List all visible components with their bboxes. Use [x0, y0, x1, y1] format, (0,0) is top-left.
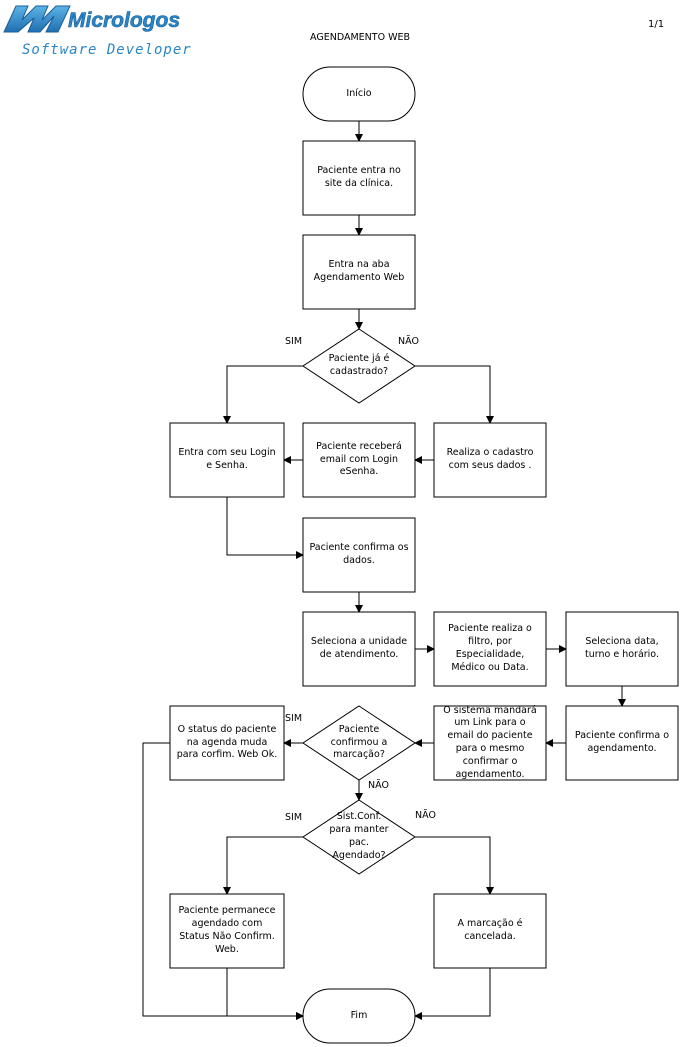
node-unidade-shape — [302, 611, 416, 687]
edge-cadastrado-to-cadastro — [415, 365, 494, 424]
edge-sist-conf-to-cancelada — [415, 836, 494, 895]
node-confirma-agend: Paciente confirma o agendamento. — [566, 706, 678, 780]
node-label: Realiza o cadastro com seus dados . — [446, 447, 534, 471]
brand-tagline: Software Developer — [22, 42, 192, 58]
node-sistema-link: O sistema mandará um Link para o email d… — [434, 704, 546, 780]
node-label: Paciente receberá email com Login eSenha… — [316, 440, 402, 478]
brand-logo-graphic: Micrologos Software Developer — [3, 5, 192, 58]
node-confirma-agend-shape — [565, 705, 679, 781]
node-inicio-shape — [302, 66, 416, 122]
node-inicio: Início — [303, 67, 415, 121]
edge-cadastrado-to-login — [223, 365, 303, 424]
node-sistema-link-shape — [433, 705, 547, 781]
edge-label-nao: NÃO — [415, 810, 436, 821]
node-entra-site: Paciente entra no site da clínica. — [303, 141, 415, 215]
node-cadastrado: Paciente já é cadastrado? — [321, 329, 397, 403]
node-sist-conf: Sist.Conf. para manter pac. Agendado? — [321, 800, 397, 874]
node-label: A marcação é cancelada. — [457, 918, 523, 942]
node-recebe-email-shape — [302, 422, 416, 498]
node-label: O sistema mandará um Link para o email d… — [443, 704, 537, 780]
node-data-turno: Seleciona data, turno e horário. — [566, 612, 678, 686]
node-fim-shape — [302, 988, 416, 1044]
node-label: Paciente confirma os dados. — [309, 542, 409, 566]
brand-mark-icon — [3, 5, 71, 33]
node-label: Paciente permanece agendado com Status N… — [178, 905, 276, 955]
node-label: Paciente confirmou a marcação? — [330, 723, 388, 761]
node-label: Seleciona data, turno e horário. — [585, 636, 659, 660]
node-label: Seleciona a unidade de atendimento. — [310, 636, 408, 660]
node-cadastro-shape — [433, 422, 547, 498]
node-label: Paciente confirma o agendamento. — [574, 730, 670, 754]
edge-permanece-to-fim — [226, 968, 304, 1020]
node-label: Início — [346, 87, 372, 99]
node-aba-web: Entra na aba Agendamento Web — [303, 235, 415, 309]
node-confirmou-shape — [302, 705, 416, 781]
node-label: Fim — [350, 1009, 368, 1021]
node-login-shape — [169, 422, 285, 498]
node-label: Entra com seu Login e Senha. — [178, 447, 276, 471]
node-sist-conf-shape — [302, 799, 416, 875]
node-label: Entra na aba Agendamento Web — [313, 259, 405, 283]
node-fim: Fim — [303, 989, 415, 1043]
edge-label-sim: SIM — [285, 812, 303, 823]
edge-status-ok-to-fim — [142, 742, 304, 1020]
page-number: 1/1 — [648, 19, 665, 30]
edge-sist-conf-to-permanece — [223, 836, 303, 895]
node-label: Paciente já é cadastrado? — [328, 353, 390, 377]
edge-label-sim: SIM — [285, 713, 303, 724]
node-cadastrado-shape — [302, 328, 416, 404]
node-permanece-shape — [169, 893, 285, 969]
document-title: AGENDAMENTO WEB — [310, 32, 410, 43]
node-label: Paciente entra no site da clínica. — [317, 165, 401, 189]
node-filtro: Paciente realiza o filtro, por Especiali… — [434, 612, 546, 686]
node-confirmou: Paciente confirmou a marcação? — [321, 706, 397, 780]
node-entra-site-shape — [302, 140, 416, 216]
node-cancelada: A marcação é cancelada. — [434, 894, 546, 968]
edge-cancelada-to-fim — [414, 968, 491, 1020]
node-login: Entra com seu Login e Senha. — [170, 423, 284, 497]
node-permanece: Paciente permanece agendado com Status N… — [170, 894, 284, 968]
node-label: O status do paciente na agenda muda para… — [176, 723, 278, 761]
edge-label-sim: SIM — [285, 336, 303, 347]
node-label: Paciente realiza o filtro, por Especiali… — [448, 623, 532, 673]
brand-name: Micrologos — [68, 9, 180, 32]
node-cancelada-shape — [433, 893, 547, 969]
node-confirma-dados: Paciente confirma os dados. — [303, 518, 415, 592]
edge-login-to-confirma-dados — [226, 497, 304, 559]
node-confirma-dados-shape — [302, 517, 416, 593]
brand-logo: Micrologos Software Developer — [2, 2, 232, 64]
node-status-ok-shape — [169, 705, 285, 781]
node-data-turno-shape — [565, 611, 679, 687]
node-cadastro: Realiza o cadastro com seus dados . — [434, 423, 546, 497]
node-status-ok: O status do paciente na agenda muda para… — [170, 706, 284, 780]
node-recebe-email: Paciente receberá email com Login eSenha… — [303, 423, 415, 497]
node-unidade: Seleciona a unidade de atendimento. — [303, 612, 415, 686]
node-label: Sist.Conf. para manter pac. Agendado? — [329, 811, 389, 861]
node-filtro-shape — [433, 611, 547, 687]
edge-label-nao: NÃO — [368, 780, 389, 791]
edge-label-nao: NÃO — [398, 336, 419, 347]
node-aba-web-shape — [302, 234, 416, 310]
